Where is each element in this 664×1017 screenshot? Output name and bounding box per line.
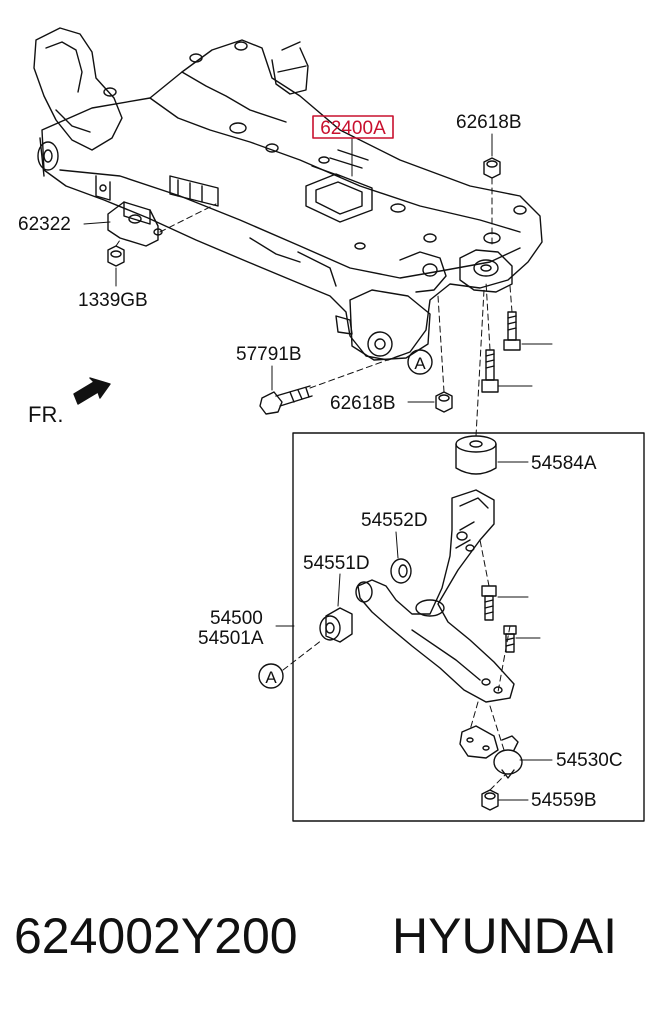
label-54551d[interactable]: 54551D [303,553,370,574]
label-54530c[interactable]: 54530C [556,750,623,771]
lower-arm-detail-box [292,432,645,822]
nut-62618b-mid [435,391,453,413]
bolt-54563b [481,349,499,393]
callout-a-lower-letter: A [265,668,277,687]
parts-diagram: 62400A 62618B 62322 1339GB 57791B 62618B… [18,27,645,822]
label-54501a[interactable]: 54501A [198,628,264,649]
label-54559b[interactable]: 54559B [531,790,597,811]
callout-a-upper-letter: A [414,354,426,373]
label-54584a[interactable]: 54584A [531,453,597,474]
label-1339gb[interactable]: 1339GB [78,290,148,311]
bushing-54551d [319,607,353,643]
subframe-drawing [33,27,543,361]
label-57791b[interactable]: 57791B [236,344,302,365]
label-62618b-mid[interactable]: 62618B [330,393,396,414]
bolt-54553a [481,585,497,621]
nut-62618b-top [483,157,501,179]
washer-54552d [390,558,412,584]
footer-brand: HYUNDAI [392,908,618,964]
assembly-lines [115,177,513,791]
nut-1339gb [107,245,125,267]
nut-54559b [481,789,499,811]
label-62618b-top[interactable]: 62618B [456,112,522,133]
label-62322[interactable]: 62322 [18,214,71,235]
front-direction-arrow [73,377,111,405]
ball-joint-54530c [459,725,523,779]
footer-caption: 624002Y200 HYUNDAI [14,900,654,980]
leader-lines [83,133,553,801]
label-62400a[interactable]: 62400A [320,118,386,139]
callout-a-lower-circle [258,663,284,689]
label-54500[interactable]: 54500 [210,608,263,629]
footer-part-number: 624002Y200 [14,908,298,964]
bolt-62492a [503,311,521,351]
bracket-62322 [107,201,163,247]
lower-control-arm [355,489,515,703]
part-highlight-box [312,115,394,139]
front-direction-label: FR. [28,402,63,427]
part-labels: 62400A 62618B 62322 1339GB 57791B 62618B… [18,112,623,811]
bushing-54584a [455,435,497,475]
callout-a-upper-circle [407,349,433,375]
label-54552d[interactable]: 54552D [361,510,428,531]
bolt-57791b [259,385,313,415]
